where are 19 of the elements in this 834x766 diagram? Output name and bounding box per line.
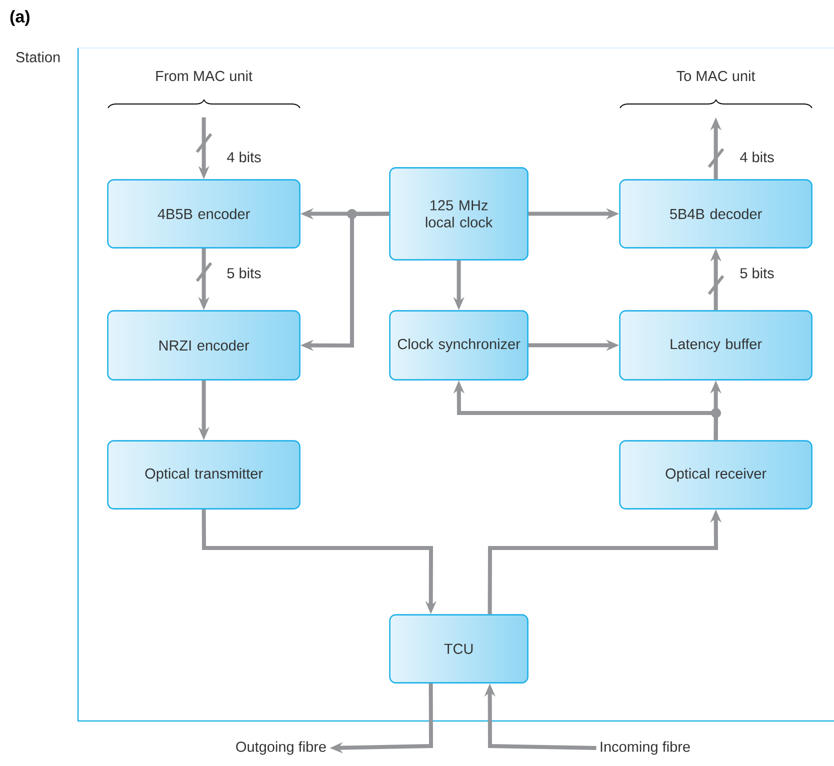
signal-label: To MAC unit [676,70,756,82]
process-box: Optical transmitter [107,440,300,510]
edge-label: 4 bits [226,150,262,164]
process-box: 5B4B decoder [619,179,812,248]
edge-label: 5 bits [226,266,262,280]
process-box: TCU [389,614,528,684]
panel-label: (a) [10,10,30,26]
signal-label: Outgoing fibre [236,741,326,755]
signal-label: Incoming fibre [600,741,690,755]
edge-label: 4 bits [738,150,776,164]
process-box: NRZI encoder [107,310,300,380]
process-box: 125 MHz local clock [389,167,528,260]
signal-label: From MAC unit [156,70,252,82]
process-box: 4B5B encoder [107,179,300,248]
process-box: Latency buffer [619,310,812,380]
process-box: Optical receiver [619,440,812,510]
edge-label: 5 bits [738,266,776,280]
frame-label: Station [16,52,60,62]
process-box: Clock synchronizer [389,310,528,380]
